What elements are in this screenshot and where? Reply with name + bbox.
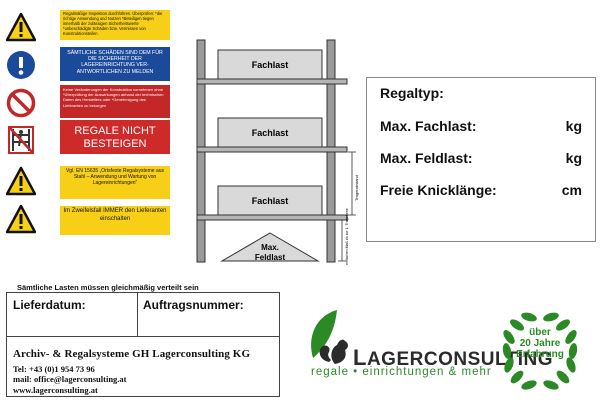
info-mandatory-icon [7,51,35,79]
brand-tagline: regale • einrichtungen & mehr [311,366,492,378]
knicklaenge-label: Freie Knicklänge: [380,182,497,198]
shelf-load-box [217,49,323,80]
knicklaenge-unit: cm [561,182,582,198]
no-modification-sign-text: Keine Veränderungen der Konstruktion vor… [63,87,164,108]
fachlast-unit: kg [565,118,582,134]
laurel-wreath-icon [502,312,578,390]
no-climbing-sign: REGALE NICHT BESTEIGEN [60,120,170,154]
dimension-label: einfachen Maß zb zur 1. Tragebene [345,208,349,265]
no-climbing-sign-text: REGALE NICHT BESTEIGEN [74,125,156,150]
rack-beam [196,214,348,221]
inspection-sign: Regalmäßige Inspektion durchführen. Über… [60,10,170,40]
no-climbing-icon [8,126,34,154]
prohibition-icon [6,88,36,118]
report-damage-sign: SÄMTLICHE SCHÄDEN SIND DEM FÜR DIE SICHE… [60,47,170,81]
report-damage-sign-text: SÄMTLICHE SCHÄDEN SIND DEM FÜR DIE SICHE… [67,50,163,75]
shelf-load-box [217,185,323,216]
dimension-label: Tragerabstand [354,175,359,201]
field-load-label: Max. [261,243,279,252]
knicklaenge-row: Freie Knicklänge: cm [380,182,582,198]
load-distribution-note: Sämtliche Lasten müssen gleichmäßig vert… [17,283,199,292]
feldlast-label: Max. Feldlast: [380,150,473,166]
delivery-form: Lieferdatum: Auftragsnummer: Archiv- & R… [6,292,280,397]
fachlast-label: Max. Fachlast: [380,118,477,134]
company-phone: Tel: +43 (0)1 954 73 96 [13,364,95,374]
badge-line-2: 20 Jahre [519,338,561,349]
feldlast-row: Max. Feldlast: kg [380,150,582,166]
lieferdatum-label: Lieferdatum: [13,298,86,312]
field-load-triangle [220,232,320,262]
warning-triangle-icon [6,12,36,42]
rack-beam [196,146,348,153]
regaltyp-row: Regaltyp: [380,85,582,101]
form-divider [137,293,138,337]
experience-badge-text: über 20 Jahre Erfahrung [507,327,573,360]
auftragsnummer-label: Auftragsnummer: [143,298,244,312]
contact-supplier-sign: Im Zweifelsfall IMMER den Lieferanten ei… [60,206,170,235]
company-email: mail: office@lagerconsulting.at [13,374,127,384]
contact-supplier-sign-text: Im Zweifelsfall IMMER den Lieferanten ei… [63,208,167,222]
squirrel-leaf-logo-icon [311,310,348,364]
shelf-load-label: Fachlast [252,60,289,70]
rack-diagram: Fachlast Fachlast Fachlast Max. Feldlast… [196,39,359,265]
inspection-sign-text: Regalmäßige Inspektion durchführen. Über… [63,11,163,37]
company-website: www.lagerconsulting.at [13,385,98,395]
warning-triangle-icon [6,204,36,234]
company-name: Archiv- & Regalsysteme GH Lagerconsultin… [13,348,251,360]
badge-line-3: Erfahrung [516,349,564,360]
shelf-load-label: Fachlast [252,196,289,206]
warning-triangle-icon [6,166,36,196]
standard-reference-sign-text: Vgl. EN 15635 „Ortsfeste Regalsysteme au… [65,168,165,187]
regaltyp-label: Regaltyp: [380,85,444,101]
rack-spec-box: Regaltyp: Max. Fachlast: kg Max. Feldlas… [366,77,596,242]
badge-line-1: über [529,327,551,338]
form-header-row: Lieferdatum: Auftragsnummer: [7,293,279,337]
rack-beam [196,78,348,85]
brand-initial: L [353,345,367,370]
feldlast-unit: kg [565,150,582,166]
no-modification-sign: Keine Veränderungen der Konstruktion vor… [60,85,170,118]
standard-reference-sign: Vgl. EN 15635 „Ortsfeste Regalsysteme au… [60,166,170,199]
field-load-label: Feldlast [255,253,286,262]
shelf-load-box [217,117,323,148]
fachlast-row: Max. Fachlast: kg [380,118,582,134]
shelf-load-label: Fachlast [252,128,289,138]
